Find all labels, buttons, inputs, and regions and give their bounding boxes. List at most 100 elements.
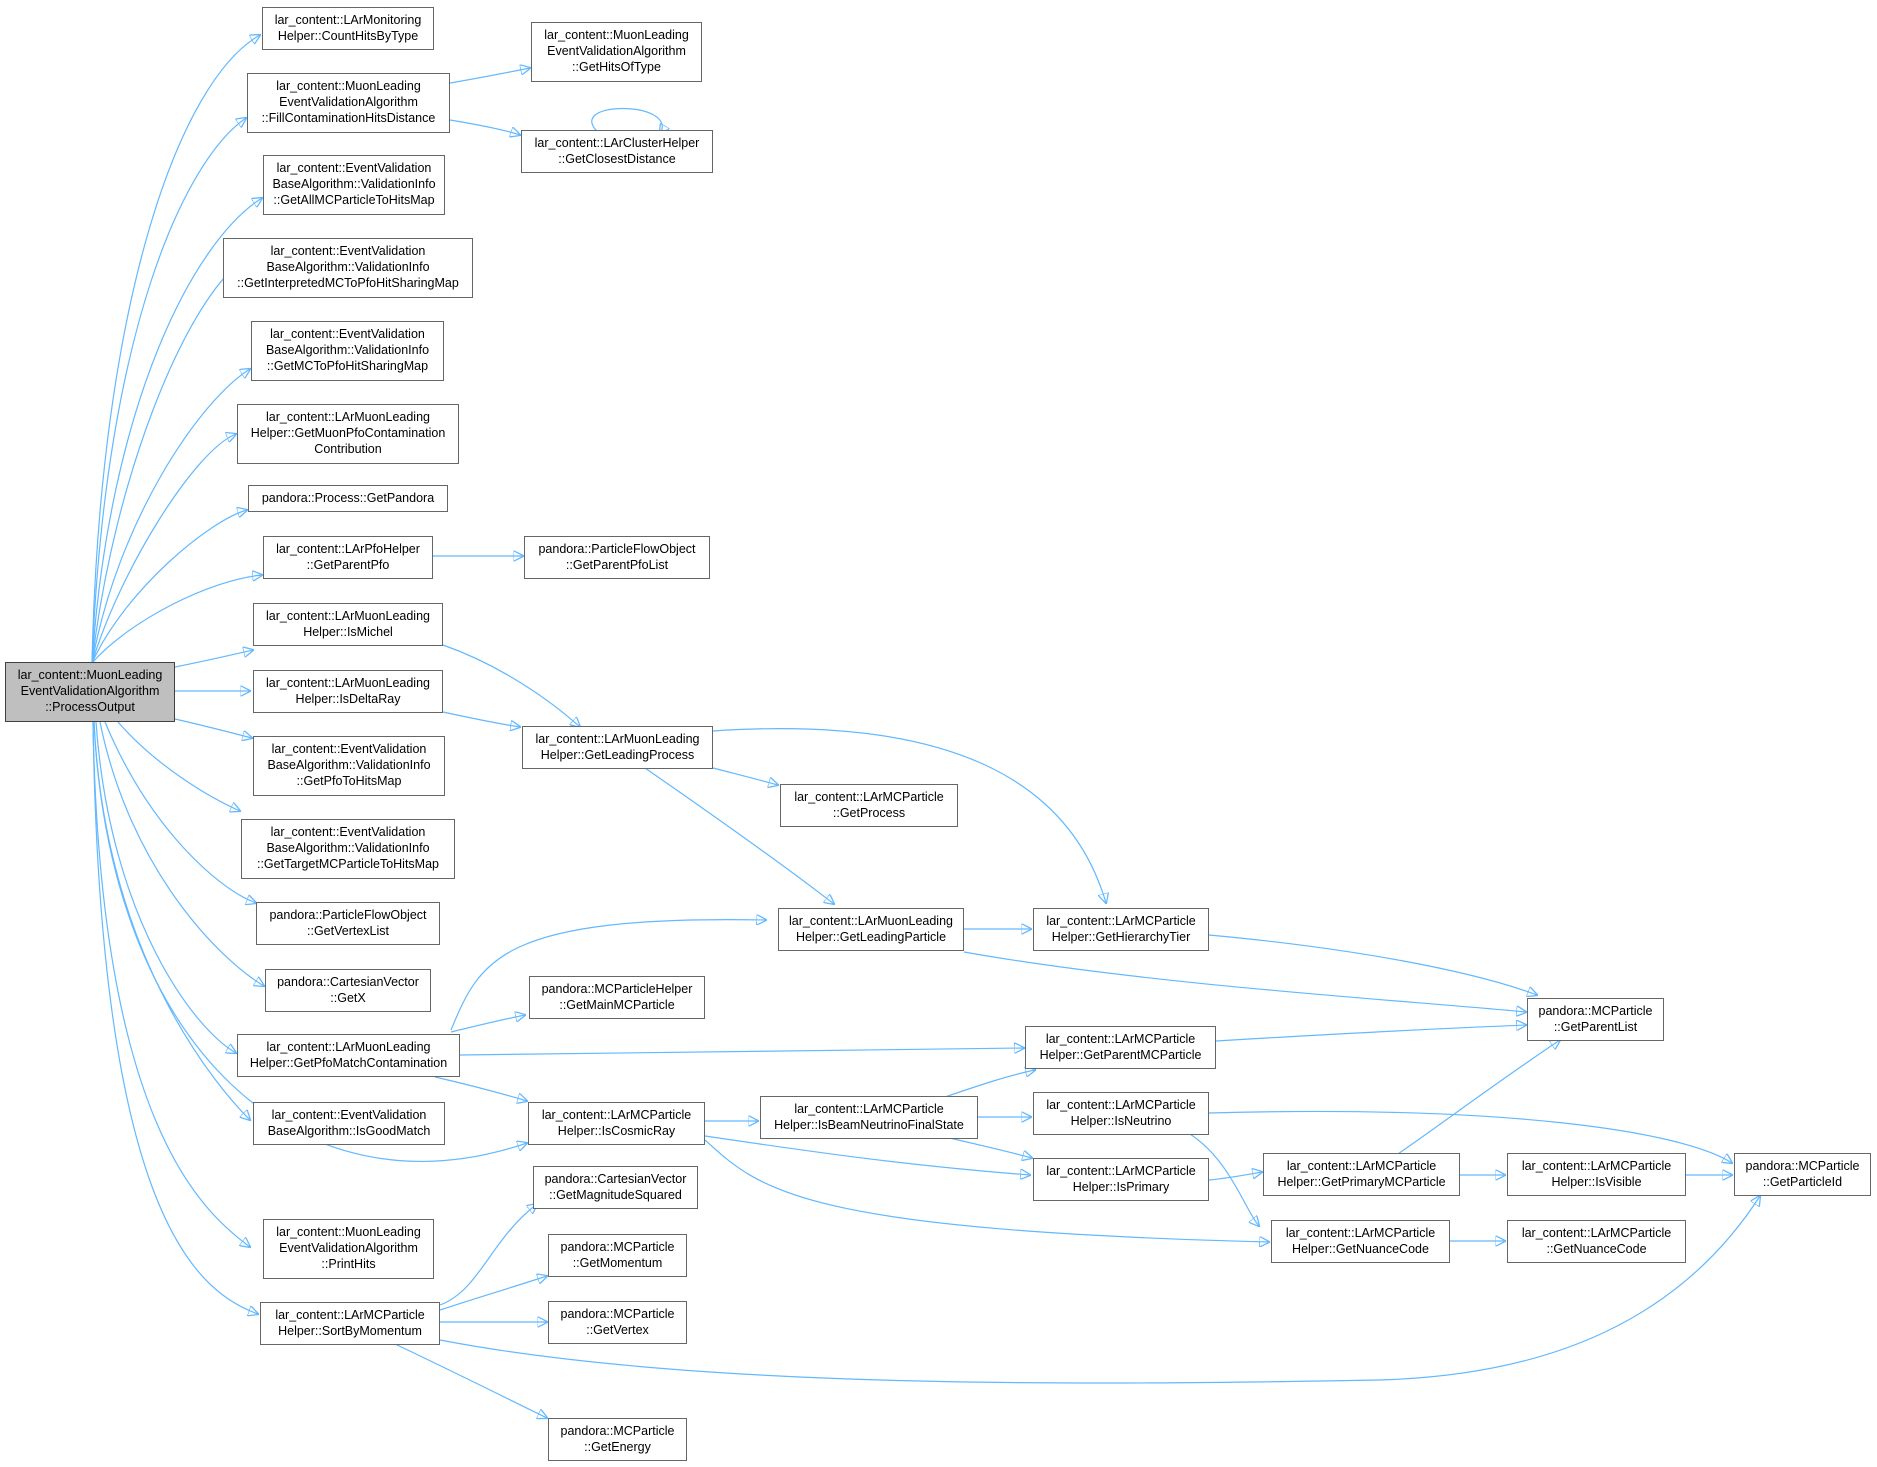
node-get-target-mc-particle-to-hits-map[interactable]: lar_content::EventValidation BaseAlgorit… — [241, 819, 455, 879]
node-get-energy[interactable]: pandora::MCParticle ::GetEnergy — [548, 1418, 687, 1461]
node-get-all-mc-particle-to-hits-map[interactable]: lar_content::EventValidation BaseAlgorit… — [263, 155, 445, 215]
node-is-delta-ray[interactable]: lar_content::LArMuonLeading Helper::IsDe… — [253, 670, 443, 713]
node-is-beam-neutrino-final-state[interactable]: lar_content::LArMCParticle Helper::IsBea… — [760, 1096, 978, 1139]
node-get-pfo-to-hits-map[interactable]: lar_content::EventValidation BaseAlgorit… — [253, 736, 445, 796]
node-label: pandora::CartesianVector — [277, 974, 419, 989]
node-label: Helper::GetLeadingParticle — [795, 929, 947, 944]
edge — [712, 767, 778, 785]
node-label: EventValidationAlgorithm — [279, 1241, 418, 1256]
node-get-hits-of-type[interactable]: lar_content::MuonLeading EventValidation… — [531, 22, 702, 82]
edge — [92, 721, 250, 1247]
node-label: ::GetEnergy — [584, 1439, 651, 1454]
edge — [91, 118, 246, 664]
edge — [450, 1015, 525, 1033]
node-get-hierarchy-tier[interactable]: lar_content::LArMCParticle Helper::GetHi… — [1033, 908, 1209, 951]
node-get-particle-id[interactable]: pandora::MCParticle ::GetParticleId — [1734, 1153, 1871, 1196]
node-label: ::GetParticleId — [1762, 1174, 1843, 1189]
node-get-main-mc-particle[interactable]: pandora::MCParticleHelper ::GetMainMCPar… — [529, 976, 705, 1019]
node-label: ::GetVertexList — [307, 923, 389, 938]
edge — [99, 721, 264, 986]
node-get-closest-distance[interactable]: lar_content::LArClusterHelper ::GetClose… — [521, 130, 713, 173]
node-get-magnitude-squared[interactable]: pandora::CartesianVector ::GetMagnitudeS… — [533, 1166, 698, 1209]
edge — [91, 510, 247, 664]
node-label: EventValidationAlgorithm — [279, 95, 418, 110]
node-label: pandora::MCParticle — [1538, 1003, 1653, 1018]
edge — [439, 1276, 547, 1311]
node-is-cosmic-ray[interactable]: lar_content::LArMCParticle Helper::IsCos… — [528, 1102, 705, 1145]
edge — [117, 721, 240, 811]
node-label: ::PrintHits — [321, 1256, 376, 1271]
node-get-mc-to-pfo-hit-sharing-map[interactable]: lar_content::EventValidation BaseAlgorit… — [251, 321, 444, 381]
node-label: lar_content::LArMuonLeading — [535, 731, 700, 746]
node-is-visible[interactable]: lar_content::LArMCParticle Helper::IsVis… — [1507, 1153, 1686, 1196]
node-label: lar_content::LArMuonLeading — [265, 675, 430, 690]
node-label: lar_content::EventValidation — [271, 742, 427, 757]
node-label: lar_content::LArClusterHelper — [534, 135, 700, 150]
node-label: EventValidationAlgorithm — [547, 44, 686, 59]
node-count-hits-by-type[interactable]: lar_content::LArMonitoring Helper::Count… — [262, 7, 434, 50]
node-print-hits[interactable]: lar_content::MuonLeading EventValidation… — [263, 1219, 434, 1279]
node-label: Helper::IsMichel — [303, 624, 393, 639]
node-sort-by-momentum[interactable]: lar_content::LArMCParticle Helper::SortB… — [260, 1302, 440, 1345]
node-get-x[interactable]: pandora::CartesianVector ::GetX — [265, 969, 431, 1012]
node-get-pandora[interactable]: pandora::Process::GetPandora — [248, 485, 448, 512]
node-label: ::GetParentList — [1553, 1019, 1638, 1034]
node-get-parent-mc-particle[interactable]: lar_content::LArMCParticle Helper::GetPa… — [1025, 1026, 1216, 1069]
edge — [439, 1204, 537, 1306]
node-label: lar_content::LArMCParticle — [1045, 1031, 1196, 1046]
edge — [704, 1135, 1030, 1175]
node-label: pandora::ParticleFlowObject — [269, 907, 427, 922]
node-label: ::GetParentPfo — [306, 557, 390, 572]
node-get-momentum[interactable]: pandora::MCParticle ::GetMomentum — [548, 1234, 687, 1277]
node-is-michel[interactable]: lar_content::LArMuonLeading Helper::IsMi… — [253, 603, 443, 646]
node-label: BaseAlgorithm::ValidationInfo — [266, 260, 430, 275]
node-label: ::GetMomentum — [572, 1255, 663, 1270]
node-get-nuance-code-helper[interactable]: lar_content::LArMCParticle Helper::GetNu… — [1271, 1220, 1450, 1263]
edge — [459, 1048, 1024, 1056]
node-label: lar_content::LArMCParticle — [541, 1107, 692, 1122]
node-label: Helper::GetPrimaryMCParticle — [1277, 1174, 1446, 1189]
node-get-primary-mc-particle[interactable]: lar_content::LArMCParticle Helper::GetPr… — [1263, 1153, 1460, 1196]
node-label: Helper::IsDeltaRay — [295, 691, 401, 706]
node-get-vertex-list[interactable]: pandora::ParticleFlowObject ::GetVertexL… — [256, 902, 440, 945]
node-get-muon-pfo-contamination-contribution[interactable]: lar_content::LArMuonLeading Helper::GetM… — [237, 404, 459, 464]
node-label: lar_content::LArMCParticle — [794, 1101, 944, 1116]
node-label: Helper::CountHitsByType — [277, 28, 419, 43]
node-label: ::FillContaminationHitsDistance — [261, 110, 436, 125]
node-label: pandora::MCParticle — [1745, 1158, 1860, 1173]
edge — [1189, 1133, 1259, 1226]
node-get-vertex[interactable]: pandora::MCParticle ::GetVertex — [548, 1301, 687, 1344]
node-process-output[interactable]: lar_content::MuonLeading EventValidation… — [5, 662, 175, 722]
node-get-parent-list[interactable]: pandora::MCParticle ::GetParentList — [1527, 998, 1664, 1041]
edge — [91, 198, 262, 664]
node-get-process[interactable]: lar_content::LArMCParticle ::GetProcess — [780, 784, 958, 827]
node-label: ::GetProcess — [832, 805, 906, 820]
node-get-pfo-match-contamination[interactable]: lar_content::LArMuonLeading Helper::GetP… — [237, 1034, 460, 1077]
node-label: ::GetClosestDistance — [558, 151, 676, 166]
node-get-nuance-code[interactable]: lar_content::LArMCParticle ::GetNuanceCo… — [1507, 1220, 1686, 1263]
edge — [1208, 1172, 1262, 1181]
edge — [95, 721, 236, 1053]
node-label: ::GetTargetMCParticleToHitsMap — [256, 856, 439, 871]
node-is-primary[interactable]: lar_content::LArMCParticle Helper::IsPri… — [1033, 1158, 1209, 1201]
node-get-parent-pfo-list[interactable]: pandora::ParticleFlowObject ::GetParentP… — [524, 536, 710, 579]
node-is-good-match[interactable]: lar_content::EventValidation BaseAlgorit… — [253, 1102, 445, 1145]
node-label: ::GetMainMCParticle — [559, 997, 675, 1012]
node-label: ::ProcessOutput — [45, 699, 135, 714]
edge — [1394, 1040, 1560, 1157]
node-label: lar_content::EventValidation — [271, 1107, 427, 1122]
node-get-interpreted-mc-to-pfo-hit-sharing-map[interactable]: lar_content::EventValidation BaseAlgorit… — [223, 238, 473, 298]
node-get-leading-particle[interactable]: lar_content::LArMuonLeading Helper::GetL… — [778, 908, 964, 951]
node-label: Helper::IsPrimary — [1072, 1179, 1170, 1194]
node-is-neutrino[interactable]: lar_content::LArMCParticle Helper::IsNeu… — [1033, 1092, 1209, 1135]
edge — [92, 721, 258, 1314]
node-get-parent-pfo[interactable]: lar_content::LArPfoHelper ::GetParentPfo — [263, 536, 433, 579]
node-label: Helper::GetParentMCParticle — [1039, 1047, 1202, 1062]
node-label: Helper::SortByMomentum — [278, 1323, 422, 1338]
node-get-leading-process[interactable]: lar_content::LArMuonLeading Helper::GetL… — [522, 726, 713, 769]
edge — [394, 1343, 547, 1418]
node-label: BaseAlgorithm::ValidationInfo — [266, 841, 430, 856]
node-label: Helper::GetNuanceCode — [1292, 1241, 1429, 1256]
node-fill-contamination-hits-distance[interactable]: lar_content::MuonLeading EventValidation… — [247, 73, 450, 133]
edge — [442, 711, 520, 727]
